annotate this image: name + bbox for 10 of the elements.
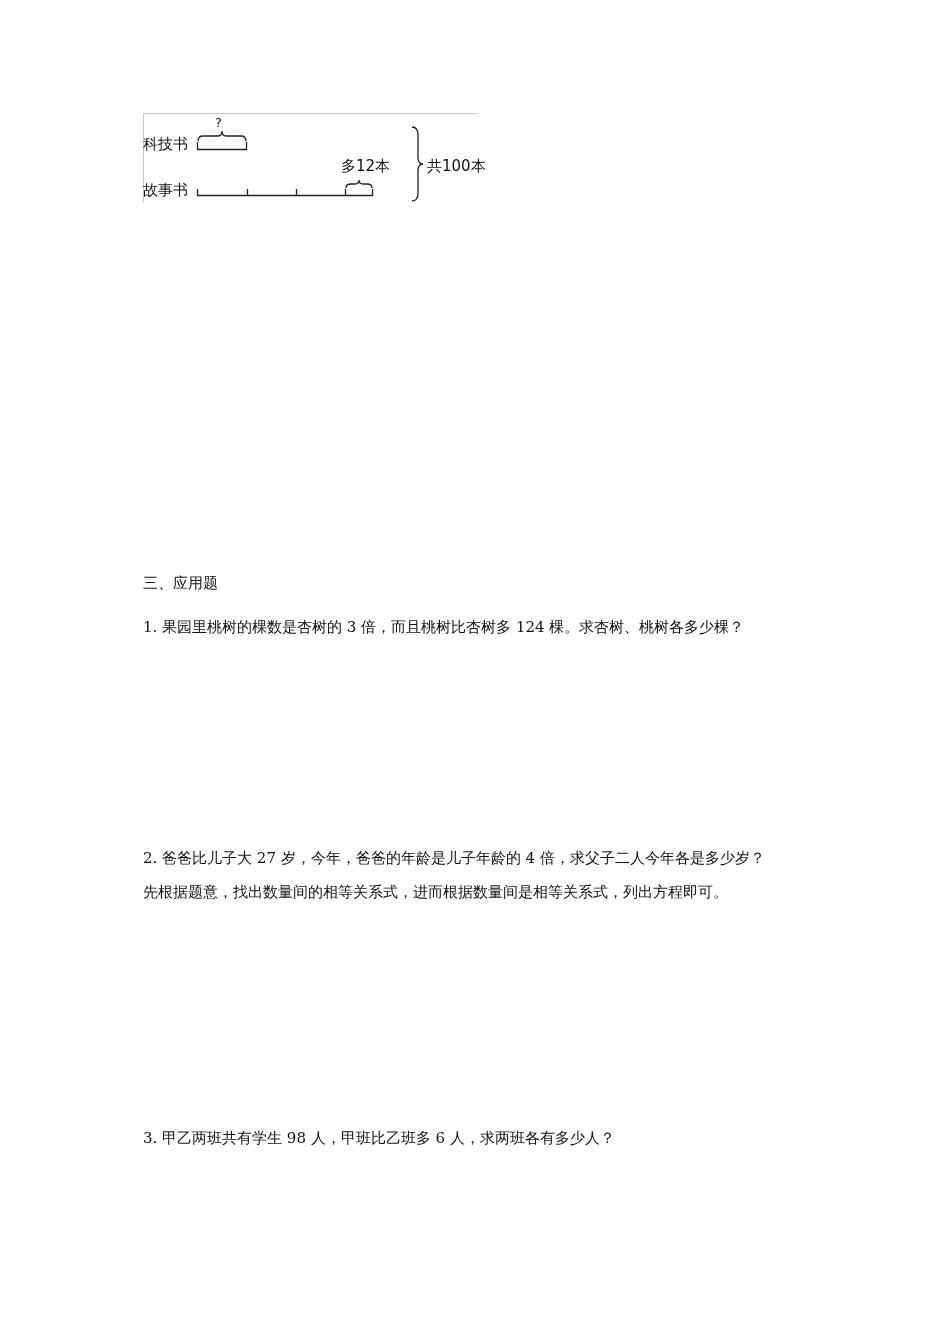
question-text: 1. 果园里桃树的棵数是杏树的 3 倍，而且桃树比杏树多 124 棵。求杏树、桃树各多少棵？ (143, 620, 745, 635)
total-label: 共100本 (427, 159, 486, 174)
row-label: 科技书 (143, 137, 188, 152)
question-mark-label: ? (215, 116, 222, 129)
hint-text: 先根据题意，找出数量间的相等关系式，进而根据数量间是相等关系式，列出方程即可。 (143, 885, 728, 900)
section-heading: 三、应用题 (143, 576, 218, 591)
question-text: 3. 甲乙两班共有学生 98 人，甲班比乙班多 6 人，求两班各有多少人？ (143, 1131, 615, 1146)
difference-label: 多12本 (341, 159, 391, 174)
question-text: 2. 爸爸比儿子大 27 岁，今年，爸爸的年龄是儿子年龄的 4 倍，求父子二人今年各是多少岁？ (143, 851, 765, 866)
row-label: 故事书 (143, 183, 188, 198)
